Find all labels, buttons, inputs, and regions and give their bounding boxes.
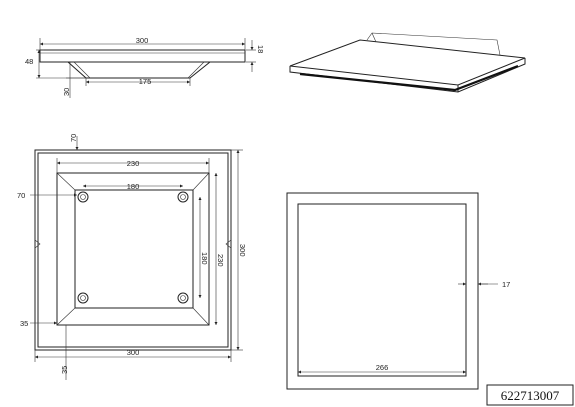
- plan-inner-frame: [56, 172, 210, 326]
- plan-top-offset-label: 70: [69, 134, 78, 142]
- screw-hole: [77, 191, 89, 203]
- part-number-box: 622713007: [486, 384, 574, 406]
- plan-vert-hole-label: 180: [200, 252, 209, 265]
- side-base-height-label: 30: [62, 88, 71, 96]
- screw-hole: [177, 191, 189, 203]
- isometric-view: [289, 32, 526, 93]
- plan-left-offset-label: 70: [17, 191, 25, 200]
- side-panel: [39, 49, 246, 63]
- side-base: [67, 61, 211, 79]
- plan-outer-frame: [34, 149, 232, 351]
- front-inner-width-label: 266: [376, 363, 389, 372]
- part-number: 622713007: [501, 388, 560, 403]
- front-inner-panel: [297, 203, 467, 377]
- side-thickness-label: 18: [256, 45, 265, 53]
- plan-bottom-margin-label: 35: [60, 366, 69, 374]
- plan-hole-spacing-label: 180: [127, 182, 140, 191]
- front-outer-frame: [286, 192, 479, 390]
- side-height-label: 48: [25, 57, 33, 66]
- side-width-label: 300: [136, 36, 149, 45]
- side-view: 300 18 48 30 175: [25, 36, 265, 98]
- plan-mount-plate: [74, 189, 194, 309]
- side-base-width-label: 175: [139, 77, 152, 86]
- plan-vert-inner-label: 230: [216, 254, 225, 267]
- plan-view: 70 230 180 70 180 230 300 35 300 35: [17, 134, 247, 380]
- plan-left-margin-label: 35: [20, 319, 28, 328]
- plan-outer-height-label: 300: [238, 244, 247, 257]
- front-frame-label: 17: [502, 280, 510, 289]
- front-view: 17 266: [286, 192, 510, 390]
- screw-hole: [177, 292, 189, 304]
- plan-bottom-width-label: 300: [127, 348, 140, 357]
- screw-hole: [77, 292, 89, 304]
- plan-inner-width-label: 230: [127, 159, 140, 168]
